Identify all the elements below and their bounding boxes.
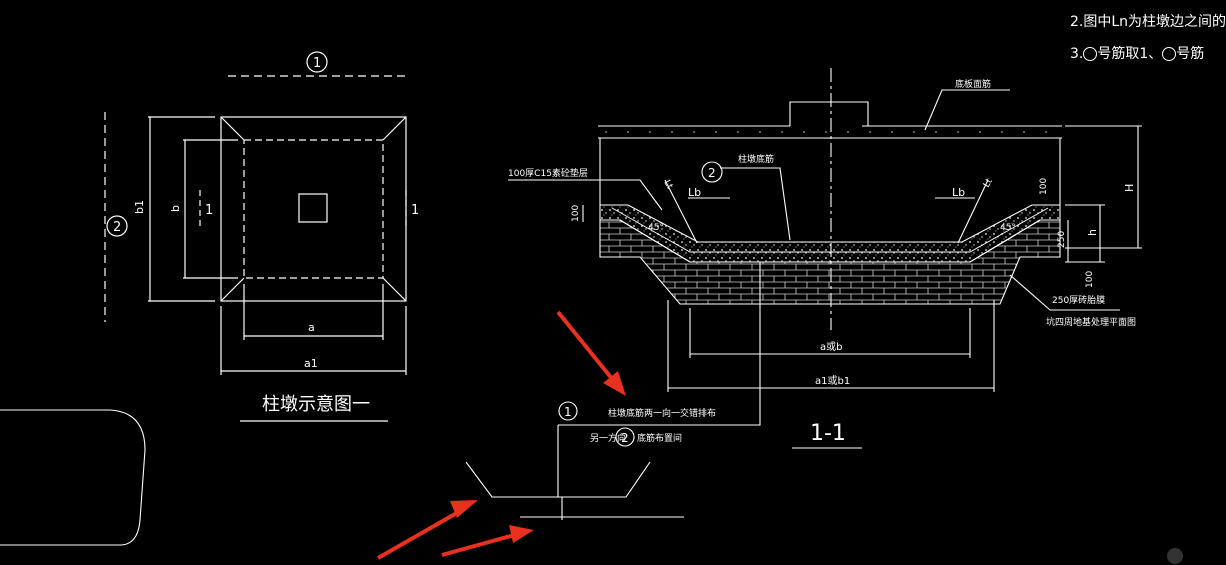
- section-marker2: 2: [708, 166, 716, 180]
- detail-view: [465, 401, 684, 520]
- section-marker2-circle: [701, 161, 723, 183]
- plan-label-b: b: [169, 205, 182, 212]
- section-Lt-left-label: Lt: [661, 179, 674, 192]
- section-dim-100-left: 100: [571, 205, 581, 222]
- plan-marker-left: 2: [113, 220, 121, 235]
- plan-view: [104, 51, 408, 422]
- section-rebar-line: [611, 207, 1049, 253]
- section-label-backfill: 坑四周地基处理平面图: [1046, 316, 1136, 328]
- note-line3-prefix: 3.: [1070, 46, 1084, 62]
- section-leader-brick: [1009, 274, 1120, 311]
- plan-marker-top: 1: [313, 56, 321, 71]
- note-line2: 2.图中Ln为柱墩边之间的: [1070, 14, 1226, 30]
- section-dim-a1b1: a1或b1: [815, 375, 850, 387]
- plan-marker-top-circle: [306, 51, 328, 73]
- red-arrow-upper: [556, 310, 615, 382]
- red-arrowhead-upper: [603, 371, 626, 396]
- detail-marker1-circle: [558, 401, 578, 421]
- section-label-base-rebar: 底板面筋: [955, 78, 991, 90]
- plan-label-a1: a1: [304, 357, 318, 370]
- plan-section-right: 1: [411, 203, 419, 218]
- section-dim-h: h: [1086, 229, 1099, 236]
- section-column-stub: [789, 101, 869, 126]
- plan-outer-square: [220, 116, 407, 302]
- section-view: [508, 68, 1142, 449]
- detail-text2-suffix: 底筋布置间: [637, 432, 682, 444]
- section-dim-45-left: 45°: [648, 223, 664, 233]
- section-cushion-layer: [599, 204, 1061, 263]
- note-line3: 3. 号筋取1、号筋: [1070, 43, 1204, 63]
- red-arrowhead-lower-left: [450, 500, 478, 518]
- red-arrowhead-lower-right: [509, 525, 534, 543]
- section-dim-250: 250: [1057, 231, 1067, 248]
- plan-corner-line: [220, 116, 245, 141]
- plan-corner-line: [382, 116, 407, 141]
- section-dim-45-right: 45°: [1000, 223, 1016, 233]
- section-leader-column-rebar: [720, 167, 791, 241]
- detail-pit-outline: [465, 461, 651, 498]
- section-dim-H: H: [1123, 184, 1136, 192]
- section-Lb-right-label: Lb: [952, 186, 965, 199]
- corner-icon: [1167, 548, 1183, 564]
- section-label-column-rebar: 柱墩底筋: [738, 153, 774, 165]
- plan-corner-line: [382, 277, 407, 302]
- detail-text1: 柱墩底筋两一向一交错排布: [608, 407, 716, 419]
- annotation-arrows: [377, 310, 626, 560]
- section-dim-ab: a或b: [820, 341, 842, 353]
- section-dim-100-right: 100: [1039, 178, 1049, 195]
- detail-marker2-circle: [615, 427, 635, 447]
- plan-marker-left-circle: [106, 215, 128, 237]
- cad-drawing-canvas: 1 2 b1 b 1 1 a a1 柱墩示意图一: [0, 51, 1183, 564]
- circled-2-icon: [1162, 47, 1177, 61]
- detail-marker1: 1: [564, 405, 572, 419]
- section-label-brick: 250厚砖胎膜: [1052, 294, 1105, 306]
- plan-section-left: 1: [205, 203, 213, 218]
- section-label-cushion: 100厚C15素砼垫层: [508, 167, 588, 179]
- section-detail-leader: [558, 262, 761, 426]
- detail-text2-prefix: 另一方向: [590, 432, 626, 444]
- plan-column-square: [298, 193, 328, 223]
- section-leader-cushion: [508, 179, 663, 211]
- note-line3-suffix: 号筋: [1176, 46, 1205, 62]
- red-arrow-lower-left: [377, 508, 463, 560]
- plan-label-b1: b1: [133, 200, 146, 214]
- plan-title: 柱墩示意图一: [262, 394, 370, 415]
- note-line3-mid: 号筋取1、: [1097, 46, 1163, 62]
- plan-label-a: a: [308, 321, 315, 334]
- section-Lb-left-label: Lb: [688, 186, 701, 199]
- plan-labels: 1 2 b1 b 1 1 a a1 柱墩示意图一: [113, 56, 419, 415]
- circled-1-icon: [1083, 47, 1098, 61]
- section-labels: 底板面筋 2 柱墩底筋 100厚C15素砼垫层 Lb Lb Lt Lt 100 …: [508, 78, 1136, 446]
- plan-corner-line: [220, 277, 245, 302]
- red-arrow-lower-right: [441, 532, 519, 557]
- left-outline-shape: [0, 409, 146, 546]
- detail-marker2: 2: [621, 431, 629, 445]
- detail-labels: 1 柱墩底筋两一向一交错排布 另一方向 2 底筋布置间: [564, 405, 716, 445]
- section-title: 1-1: [810, 421, 846, 446]
- plan-inner-dashed-square: [243, 139, 384, 279]
- section-leader-base-rebar: [924, 89, 1010, 131]
- section-dim-100-bottom: 100: [1085, 271, 1095, 288]
